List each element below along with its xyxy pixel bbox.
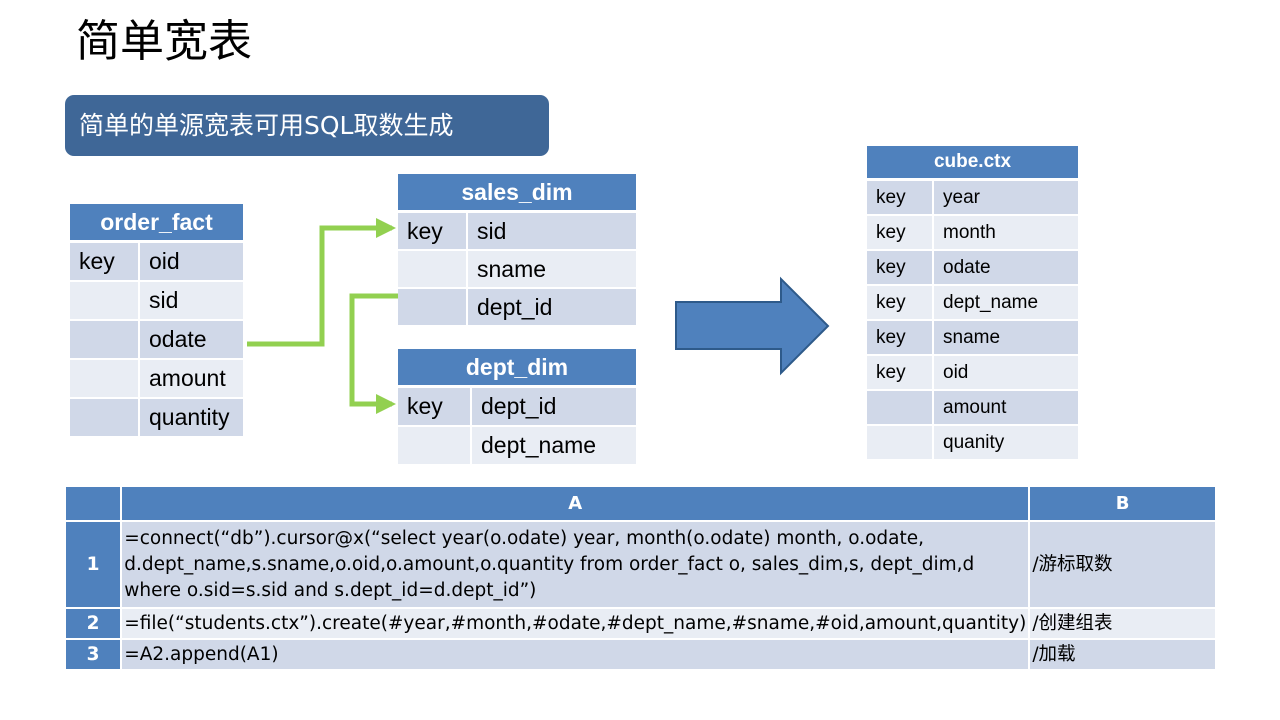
key-cell: key [867, 319, 934, 354]
field-cell: quanity [934, 424, 1078, 459]
cell-b3[interactable]: /加载 [1030, 638, 1217, 669]
row-header-2[interactable]: 2 [66, 607, 123, 638]
key-cell: key [867, 284, 934, 319]
code-line: where o.sid=s.sid and s.dept_id=d.dept_i… [124, 579, 537, 601]
dept-id-connector [349, 293, 398, 414]
key-cell [398, 249, 468, 287]
field-cell: odate [140, 319, 243, 358]
row-header-3[interactable]: 3 [66, 638, 123, 669]
right-arrow-icon [675, 276, 830, 376]
field-cell: amount [934, 389, 1078, 424]
code-line: d.dept_name,s.sname,o.oid,o.amount,o.qua… [124, 553, 975, 575]
field-cell: odate [934, 249, 1078, 284]
field-cell: dept_name [934, 284, 1078, 319]
key-cell: key [867, 214, 934, 249]
table-header: order_fact [70, 204, 243, 241]
key-cell: key [70, 241, 140, 280]
column-header-a[interactable]: A [122, 487, 1031, 520]
field-cell: sname [468, 249, 636, 287]
script-grid: A B 1 =connect(“db”).cursor@x(“select ye… [66, 487, 1217, 669]
table-header: sales_dim [398, 174, 636, 211]
cell-a1[interactable]: =connect(“db”).cursor@x(“select year(o.o… [122, 520, 1031, 607]
field-cell: sname [934, 319, 1078, 354]
key-cell: key [867, 179, 934, 214]
field-cell: oid [934, 354, 1078, 389]
key-cell [398, 425, 472, 464]
field-cell: amount [140, 358, 243, 397]
key-cell [398, 287, 468, 325]
field-cell: year [934, 179, 1078, 214]
field-cell: month [934, 214, 1078, 249]
key-cell: key [398, 211, 468, 249]
corner-cell [66, 487, 123, 520]
field-cell: oid [140, 241, 243, 280]
code-line: =A2.append(A1) [124, 643, 279, 665]
key-cell [70, 397, 140, 436]
field-cell: quantity [140, 397, 243, 436]
subtitle-banner: 简单的单源宽表可用SQL取数生成 [65, 95, 549, 156]
key-cell: key [867, 249, 934, 284]
key-cell: key [867, 354, 934, 389]
field-cell: dept_id [468, 287, 636, 325]
cell-a3[interactable]: =A2.append(A1) [122, 638, 1031, 669]
key-cell [867, 424, 934, 459]
row-header-1[interactable]: 1 [66, 520, 123, 607]
key-cell [867, 389, 934, 424]
key-cell [70, 319, 140, 358]
table-header: cube.ctx [867, 146, 1078, 179]
cell-b1[interactable]: /游标取数 [1030, 520, 1217, 607]
code-line: =file(“students.ctx”).create(#year,#mont… [124, 612, 1027, 634]
field-cell: sid [140, 280, 243, 319]
code-line: =connect(“db”).cursor@x(“select year(o.o… [124, 527, 924, 549]
field-cell: sid [468, 211, 636, 249]
odate-to-sid-connector [247, 218, 396, 347]
field-cell: dept_id [472, 386, 636, 425]
cell-b2[interactable]: /创建组表 [1030, 607, 1217, 638]
column-header-b[interactable]: B [1030, 487, 1217, 520]
cell-a2[interactable]: =file(“students.ctx”).create(#year,#mont… [122, 607, 1031, 638]
page-title: 简单宽表 [76, 16, 252, 67]
table-header: dept_dim [398, 349, 636, 386]
field-cell: dept_name [472, 425, 636, 464]
key-cell: key [398, 386, 472, 425]
key-cell [70, 280, 140, 319]
key-cell [70, 358, 140, 397]
